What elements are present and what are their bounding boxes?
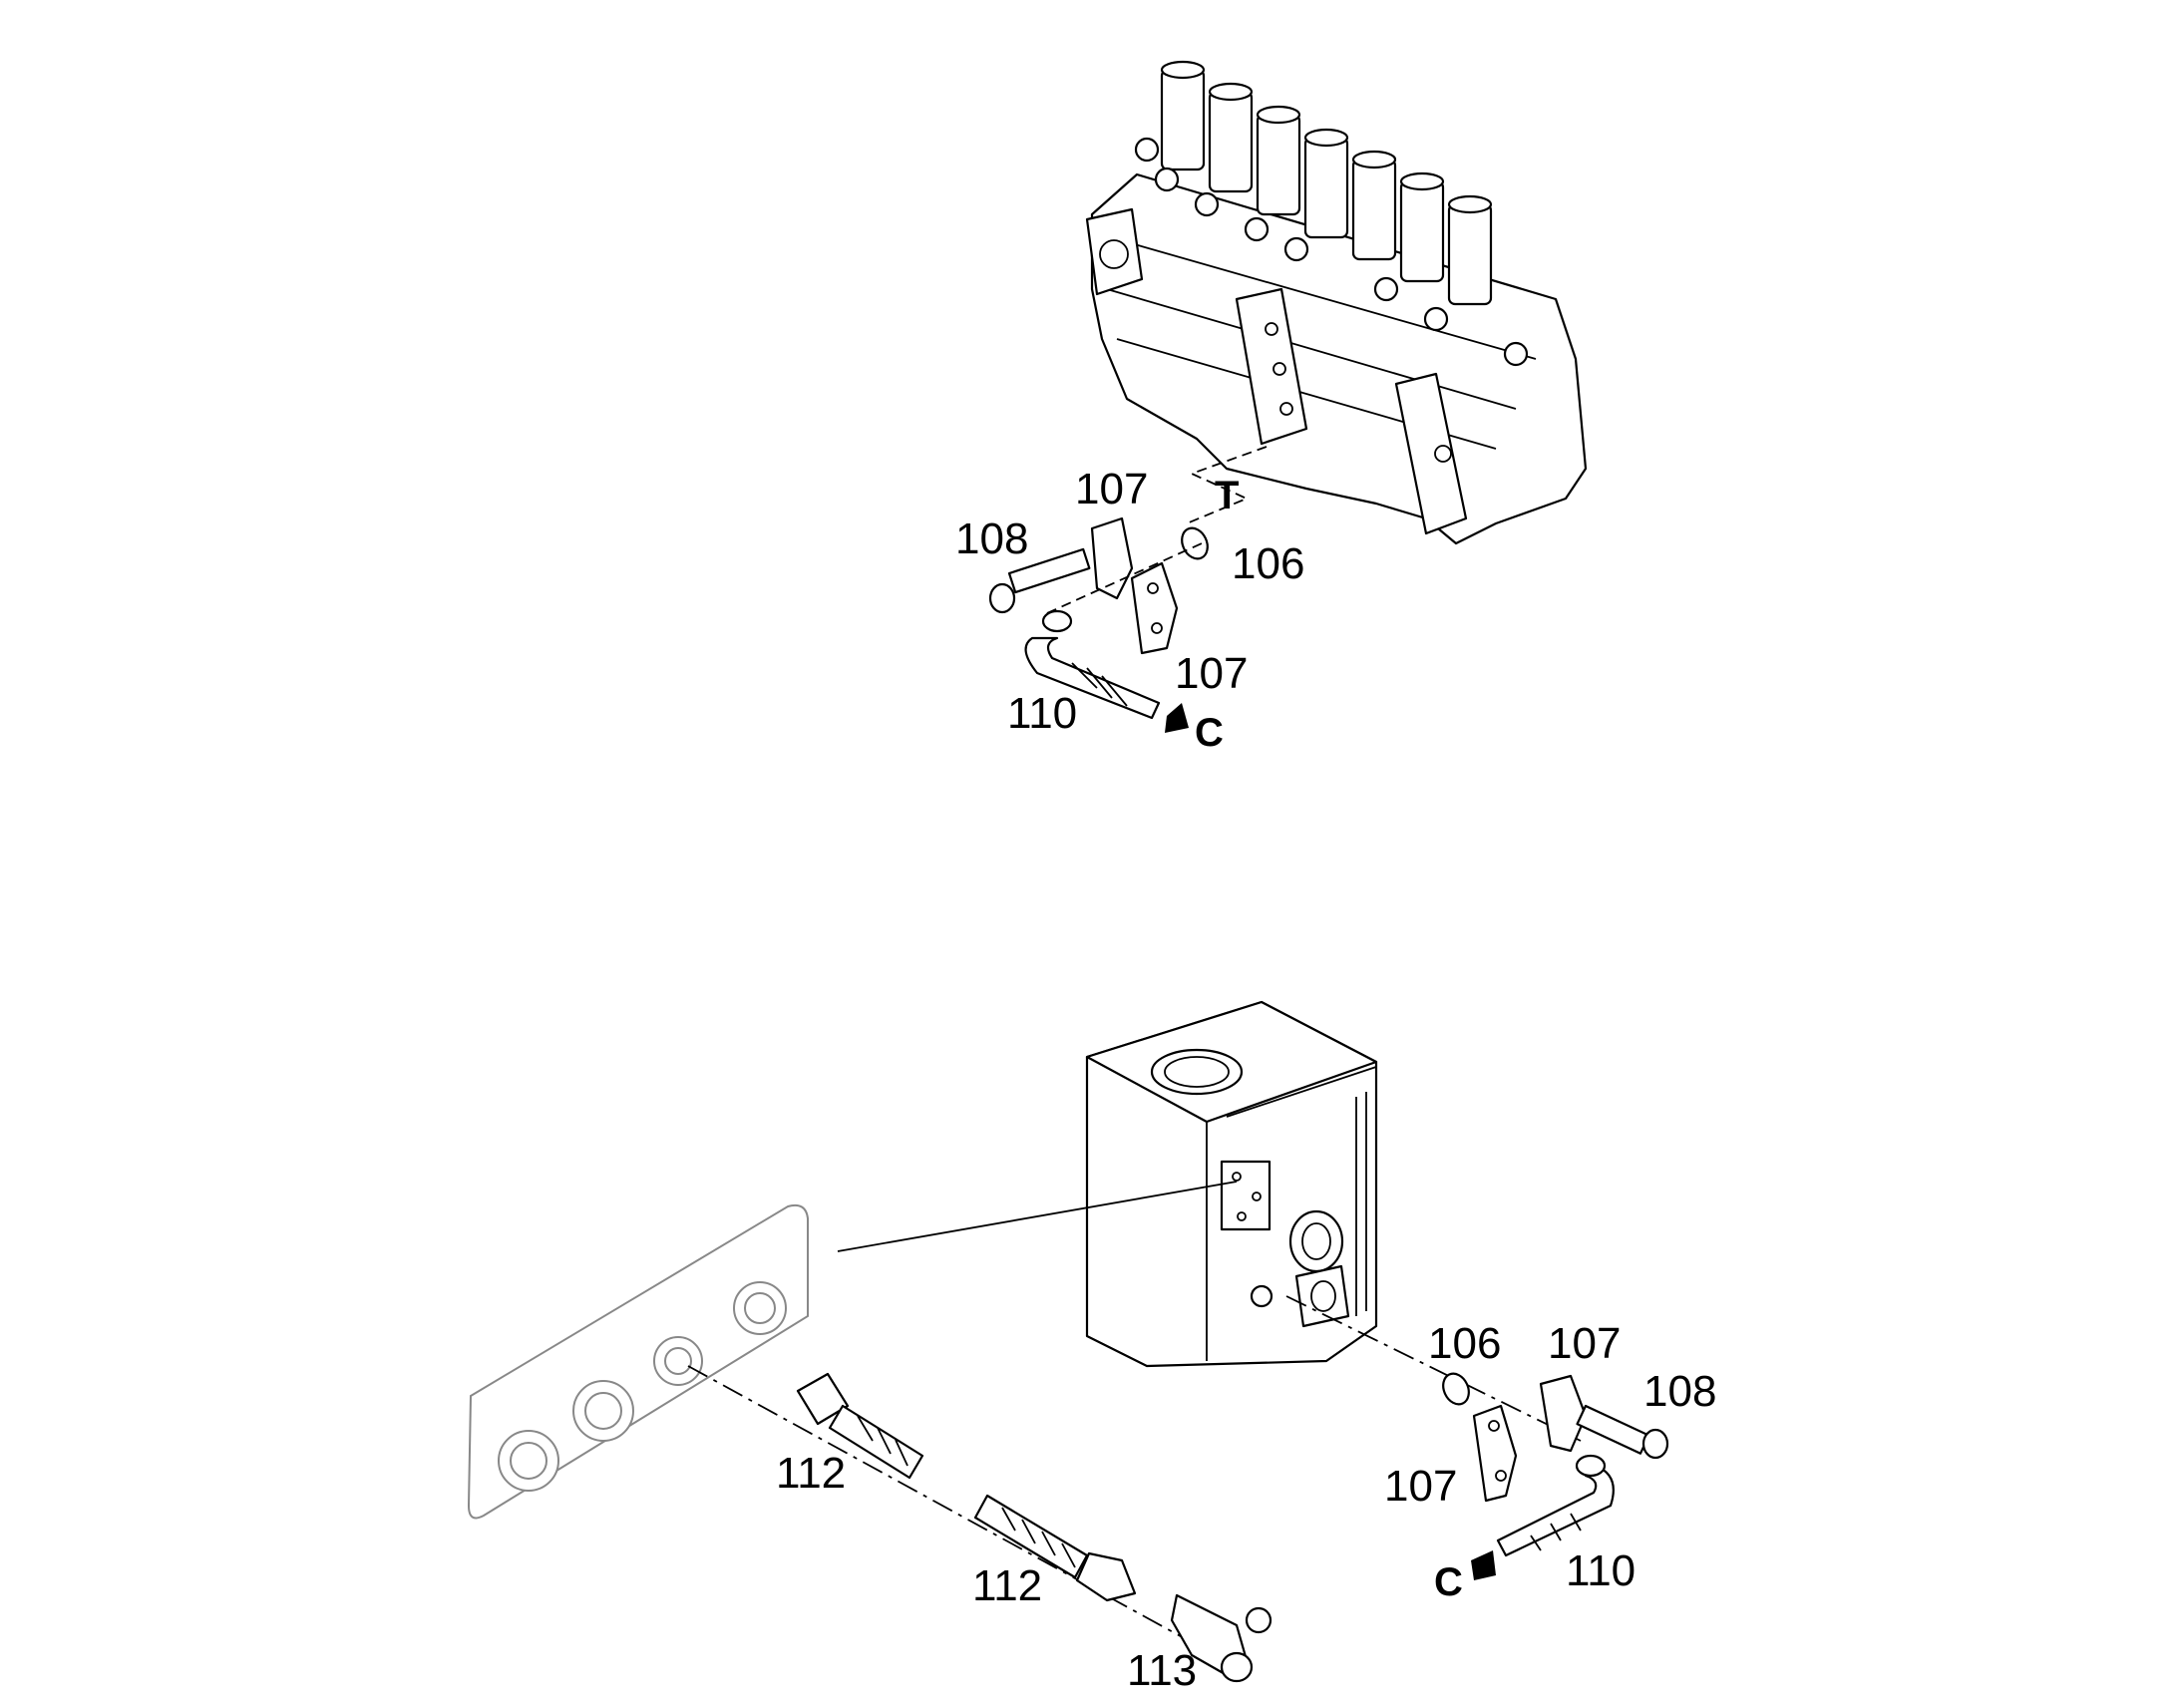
hydraulic-tank <box>1085 1000 1378 1368</box>
flange-107-upper-b <box>1130 561 1179 655</box>
control-valve-block <box>1085 60 1588 545</box>
arrow-c-icon-upper <box>1165 703 1189 733</box>
tee-fitting-113 <box>1170 1593 1272 1683</box>
hose-112-a <box>796 1372 924 1480</box>
assembly-centerline-lower-left <box>687 1365 1198 1646</box>
o-ring-106-upper <box>1181 526 1209 560</box>
flange-107-lower-a <box>1472 1404 1518 1503</box>
port-t-label: T <box>1215 474 1239 517</box>
o-ring-106-lower <box>1442 1372 1470 1406</box>
hose-110-lower <box>1496 1454 1615 1557</box>
label-107-lower-top: 107 <box>1548 1319 1621 1368</box>
hose-112-b <box>973 1494 1137 1602</box>
label-106-lower: 106 <box>1428 1319 1501 1368</box>
label-106-upper: 106 <box>1232 539 1304 588</box>
label-107-lower-bottom: 107 <box>1384 1462 1457 1511</box>
screw-108-upper <box>988 547 1091 614</box>
flange-107-upper-a <box>1090 516 1134 600</box>
label-112-a: 112 <box>776 1449 846 1498</box>
label-108-upper: 108 <box>955 514 1028 563</box>
port-detail-plate <box>467 1203 809 1520</box>
flange-107-lower-b <box>1539 1374 1588 1453</box>
arrow-c-label-lower: C <box>1434 1560 1463 1604</box>
solenoid-valves <box>1160 60 1493 306</box>
label-107-upper-bottom: 107 <box>1175 649 1248 698</box>
assembly-centerline-lower-right <box>1285 1295 1582 1442</box>
hose-110-upper <box>1024 609 1161 720</box>
port-t-leader <box>1186 446 1268 524</box>
label-112-b: 112 <box>972 1561 1042 1610</box>
assembly-centerline-upper <box>1046 542 1203 614</box>
label-110-upper: 110 <box>1007 689 1077 738</box>
label-107-upper-top: 107 <box>1075 465 1148 513</box>
hex-nuts <box>1134 137 1529 367</box>
label-110-lower: 110 <box>1566 1546 1635 1595</box>
label-113: 113 <box>1127 1646 1197 1695</box>
screw-108-lower <box>1576 1404 1669 1460</box>
detail-leader-line <box>837 1181 1238 1252</box>
arrow-c-label-upper: C <box>1195 711 1224 755</box>
label-108-lower: 108 <box>1643 1367 1716 1416</box>
arrow-c-icon-lower <box>1471 1550 1496 1580</box>
